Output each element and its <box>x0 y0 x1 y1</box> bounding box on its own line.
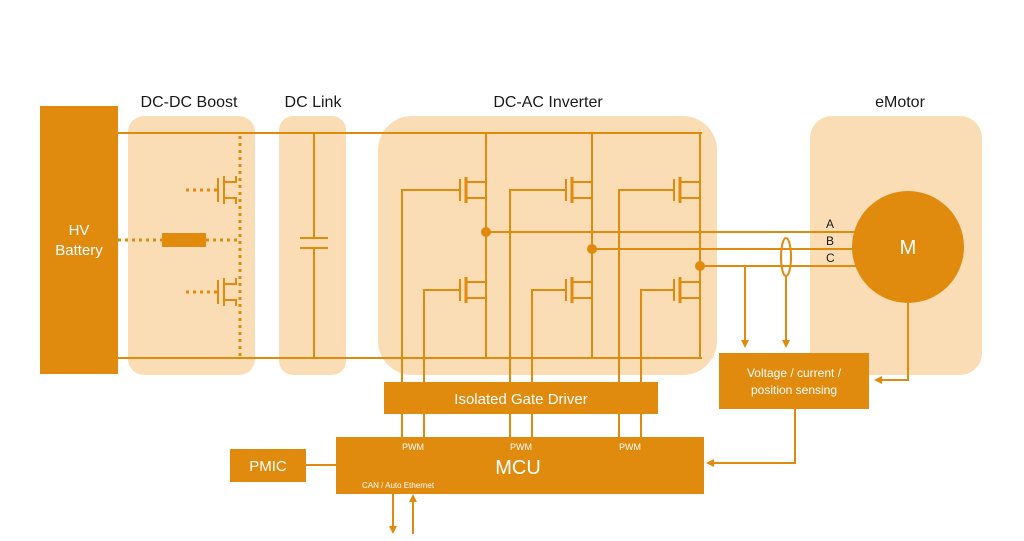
pwm-label-3: PWM <box>619 442 641 452</box>
sensing-block <box>719 353 869 409</box>
gate-driver-label: Isolated Gate Driver <box>454 391 587 408</box>
boost-inductor <box>162 233 206 247</box>
igbt-leads-1-high <box>466 181 486 199</box>
dc-link-panel <box>279 116 346 375</box>
inverter-title: DC-AC Inverter <box>493 94 603 111</box>
phase-b-label: B <box>826 234 834 248</box>
phase-b-node <box>587 244 597 254</box>
sensing-to-mcu-line <box>706 409 796 467</box>
dc-rails <box>118 132 702 359</box>
dc-link-capacitor <box>300 133 328 358</box>
emotor-title: eMotor <box>875 94 925 111</box>
phase-a-node <box>481 227 491 237</box>
mcu-block <box>336 437 704 494</box>
gate-wire-1-high <box>401 189 460 382</box>
battery-label-line2: Battery <box>55 242 103 259</box>
inverter-panel <box>378 116 717 375</box>
pmic-label: PMIC <box>249 458 287 475</box>
motor-feedback-line <box>874 303 909 384</box>
battery-label-line1: HV <box>69 222 90 239</box>
pwm-label-1: PWM <box>402 442 424 452</box>
boost-switch-bottom <box>217 278 237 306</box>
boost-title: DC-DC Boost <box>141 94 238 111</box>
boost-circuit <box>118 136 242 356</box>
gate-driver-block <box>384 382 658 414</box>
dc-link-title: DC Link <box>285 94 343 111</box>
boost-switch-top <box>217 176 237 204</box>
pwm-label-2: PWM <box>510 442 532 452</box>
igbt-leads-3-low <box>680 281 700 299</box>
pmic-block <box>230 449 306 482</box>
can-ethernet-label: CAN / Auto Ethernet <box>362 481 435 490</box>
phase-c-label: C <box>826 251 835 265</box>
motor-circle <box>852 191 964 303</box>
mcu-label: MCU <box>495 457 541 479</box>
pwm-connections <box>401 414 642 437</box>
sensing-label-line2: position sensing <box>751 383 837 397</box>
gate-wire-3-high <box>618 189 674 382</box>
hv-battery-block <box>40 106 118 374</box>
phase-a-label: A <box>826 217 834 231</box>
sensing-label-line1: Voltage / current / <box>747 366 842 380</box>
motor-label: M <box>900 237 917 259</box>
gate-wire-1-low <box>423 289 460 382</box>
inverter-switches <box>401 133 701 382</box>
gate-wire-2-high <box>509 189 566 382</box>
gate-wire-2-low <box>531 289 566 382</box>
igbt-leads-1-low <box>466 281 486 299</box>
igbt-leads-2-high <box>572 181 592 199</box>
gate-wire-3-low <box>640 289 674 382</box>
phase-c-node <box>695 261 705 271</box>
igbt-leads-3-high <box>680 181 700 199</box>
igbt-leads-2-low <box>572 281 592 299</box>
